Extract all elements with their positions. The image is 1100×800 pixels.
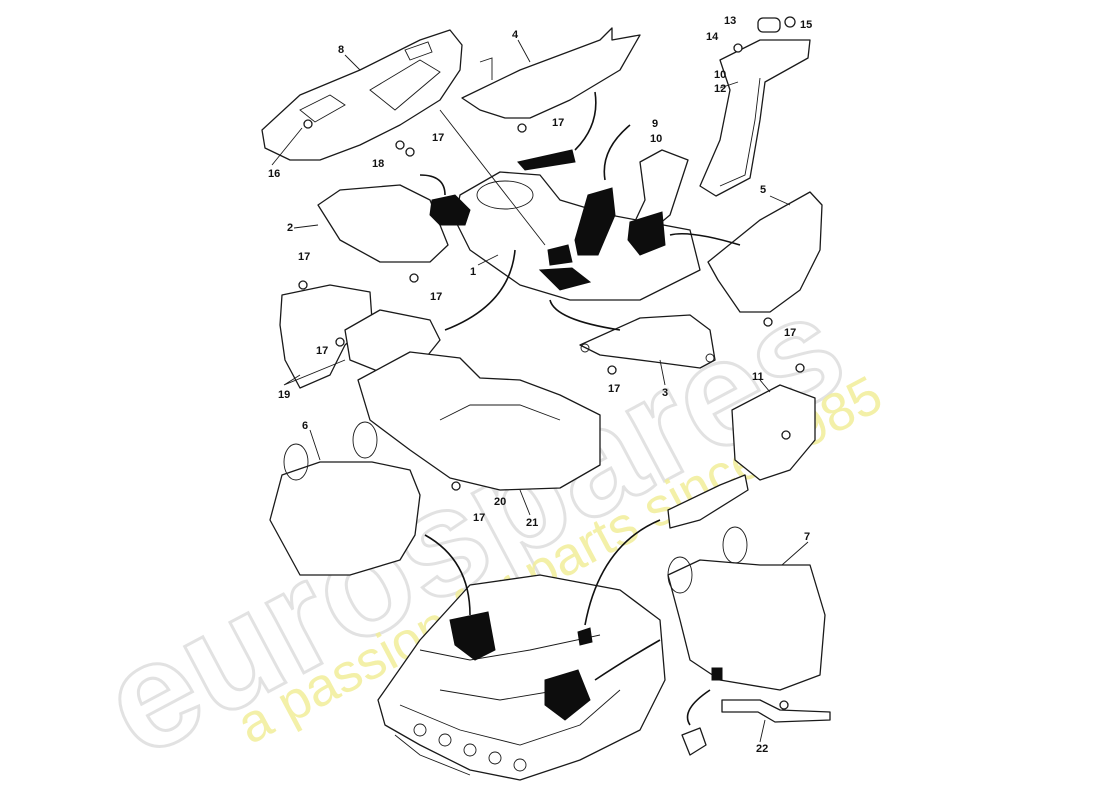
leader-lines (271, 39, 809, 743)
bolt-icon (303, 119, 313, 129)
part-4-bracket (461, 27, 641, 119)
bolt-icon (409, 273, 419, 283)
part-11-bracket (667, 384, 816, 529)
callout-4: 4 (512, 29, 519, 41)
callout-11: 11 (752, 371, 764, 383)
callout-17-e: 17 (316, 345, 328, 357)
part-5-side-panel (707, 191, 823, 313)
bolt-icon (607, 365, 617, 375)
callout-17-a: 17 (552, 117, 564, 129)
part-7-right-lower-shield (667, 526, 826, 691)
callout-1: 1 (470, 266, 476, 278)
callout-5: 5 (760, 184, 766, 196)
bolt-icon (795, 363, 805, 373)
callout-22: 22 (756, 743, 768, 755)
callout-13: 13 (724, 15, 736, 27)
chassis-subframe (377, 574, 666, 781)
callout-labels: 1 2 3 4 5 6 7 8 9 10 10 11 12 13 14 15 1… (268, 15, 812, 755)
callout-2: 2 (287, 222, 293, 234)
bolt-icon (298, 280, 308, 290)
callout-17-f: 17 (608, 383, 620, 395)
callout-17-g: 17 (784, 327, 796, 339)
bolt-icon (517, 123, 527, 133)
bolt-icon (763, 317, 773, 327)
callout-19: 19 (278, 389, 290, 401)
fasteners (298, 43, 805, 710)
callout-21: 21 (526, 517, 538, 529)
part-21-lower-shield (357, 351, 601, 491)
part-8-upper-shroud (261, 29, 463, 161)
callout-17-c: 17 (298, 251, 310, 263)
callout-17-h: 17 (473, 512, 485, 524)
callout-17-b: 17 (432, 132, 444, 144)
part-22-bracket (681, 667, 831, 756)
callout-17-d: 17 (430, 291, 442, 303)
callout-18: 18 (372, 158, 384, 170)
part-10-12-duct (699, 16, 811, 197)
bolt-icon (733, 43, 743, 53)
callout-14: 14 (706, 31, 719, 43)
callout-6: 6 (302, 420, 308, 432)
callout-10a: 10 (650, 133, 662, 145)
insulation-pads (429, 149, 666, 291)
callout-10b: 10 (714, 69, 726, 81)
callout-16: 16 (268, 168, 280, 180)
bolt-icon (405, 147, 415, 157)
callout-20: 20 (494, 496, 506, 508)
part-2-panel (317, 184, 449, 263)
bolt-icon (395, 140, 405, 150)
bolt-icon (335, 337, 345, 347)
bolt-icon (781, 430, 791, 440)
part-6-left-lower-shield (269, 421, 421, 576)
callout-8: 8 (338, 44, 344, 56)
callout-9: 9 (652, 118, 658, 130)
callout-12: 12 (714, 83, 726, 95)
part-3-bracket (579, 314, 716, 369)
assembly-arrows (419, 91, 741, 726)
callout-3: 3 (662, 387, 668, 399)
bolt-icon (451, 481, 461, 491)
callout-7: 7 (804, 531, 810, 543)
callout-15: 15 (800, 19, 812, 31)
bolt-icon (779, 700, 789, 710)
